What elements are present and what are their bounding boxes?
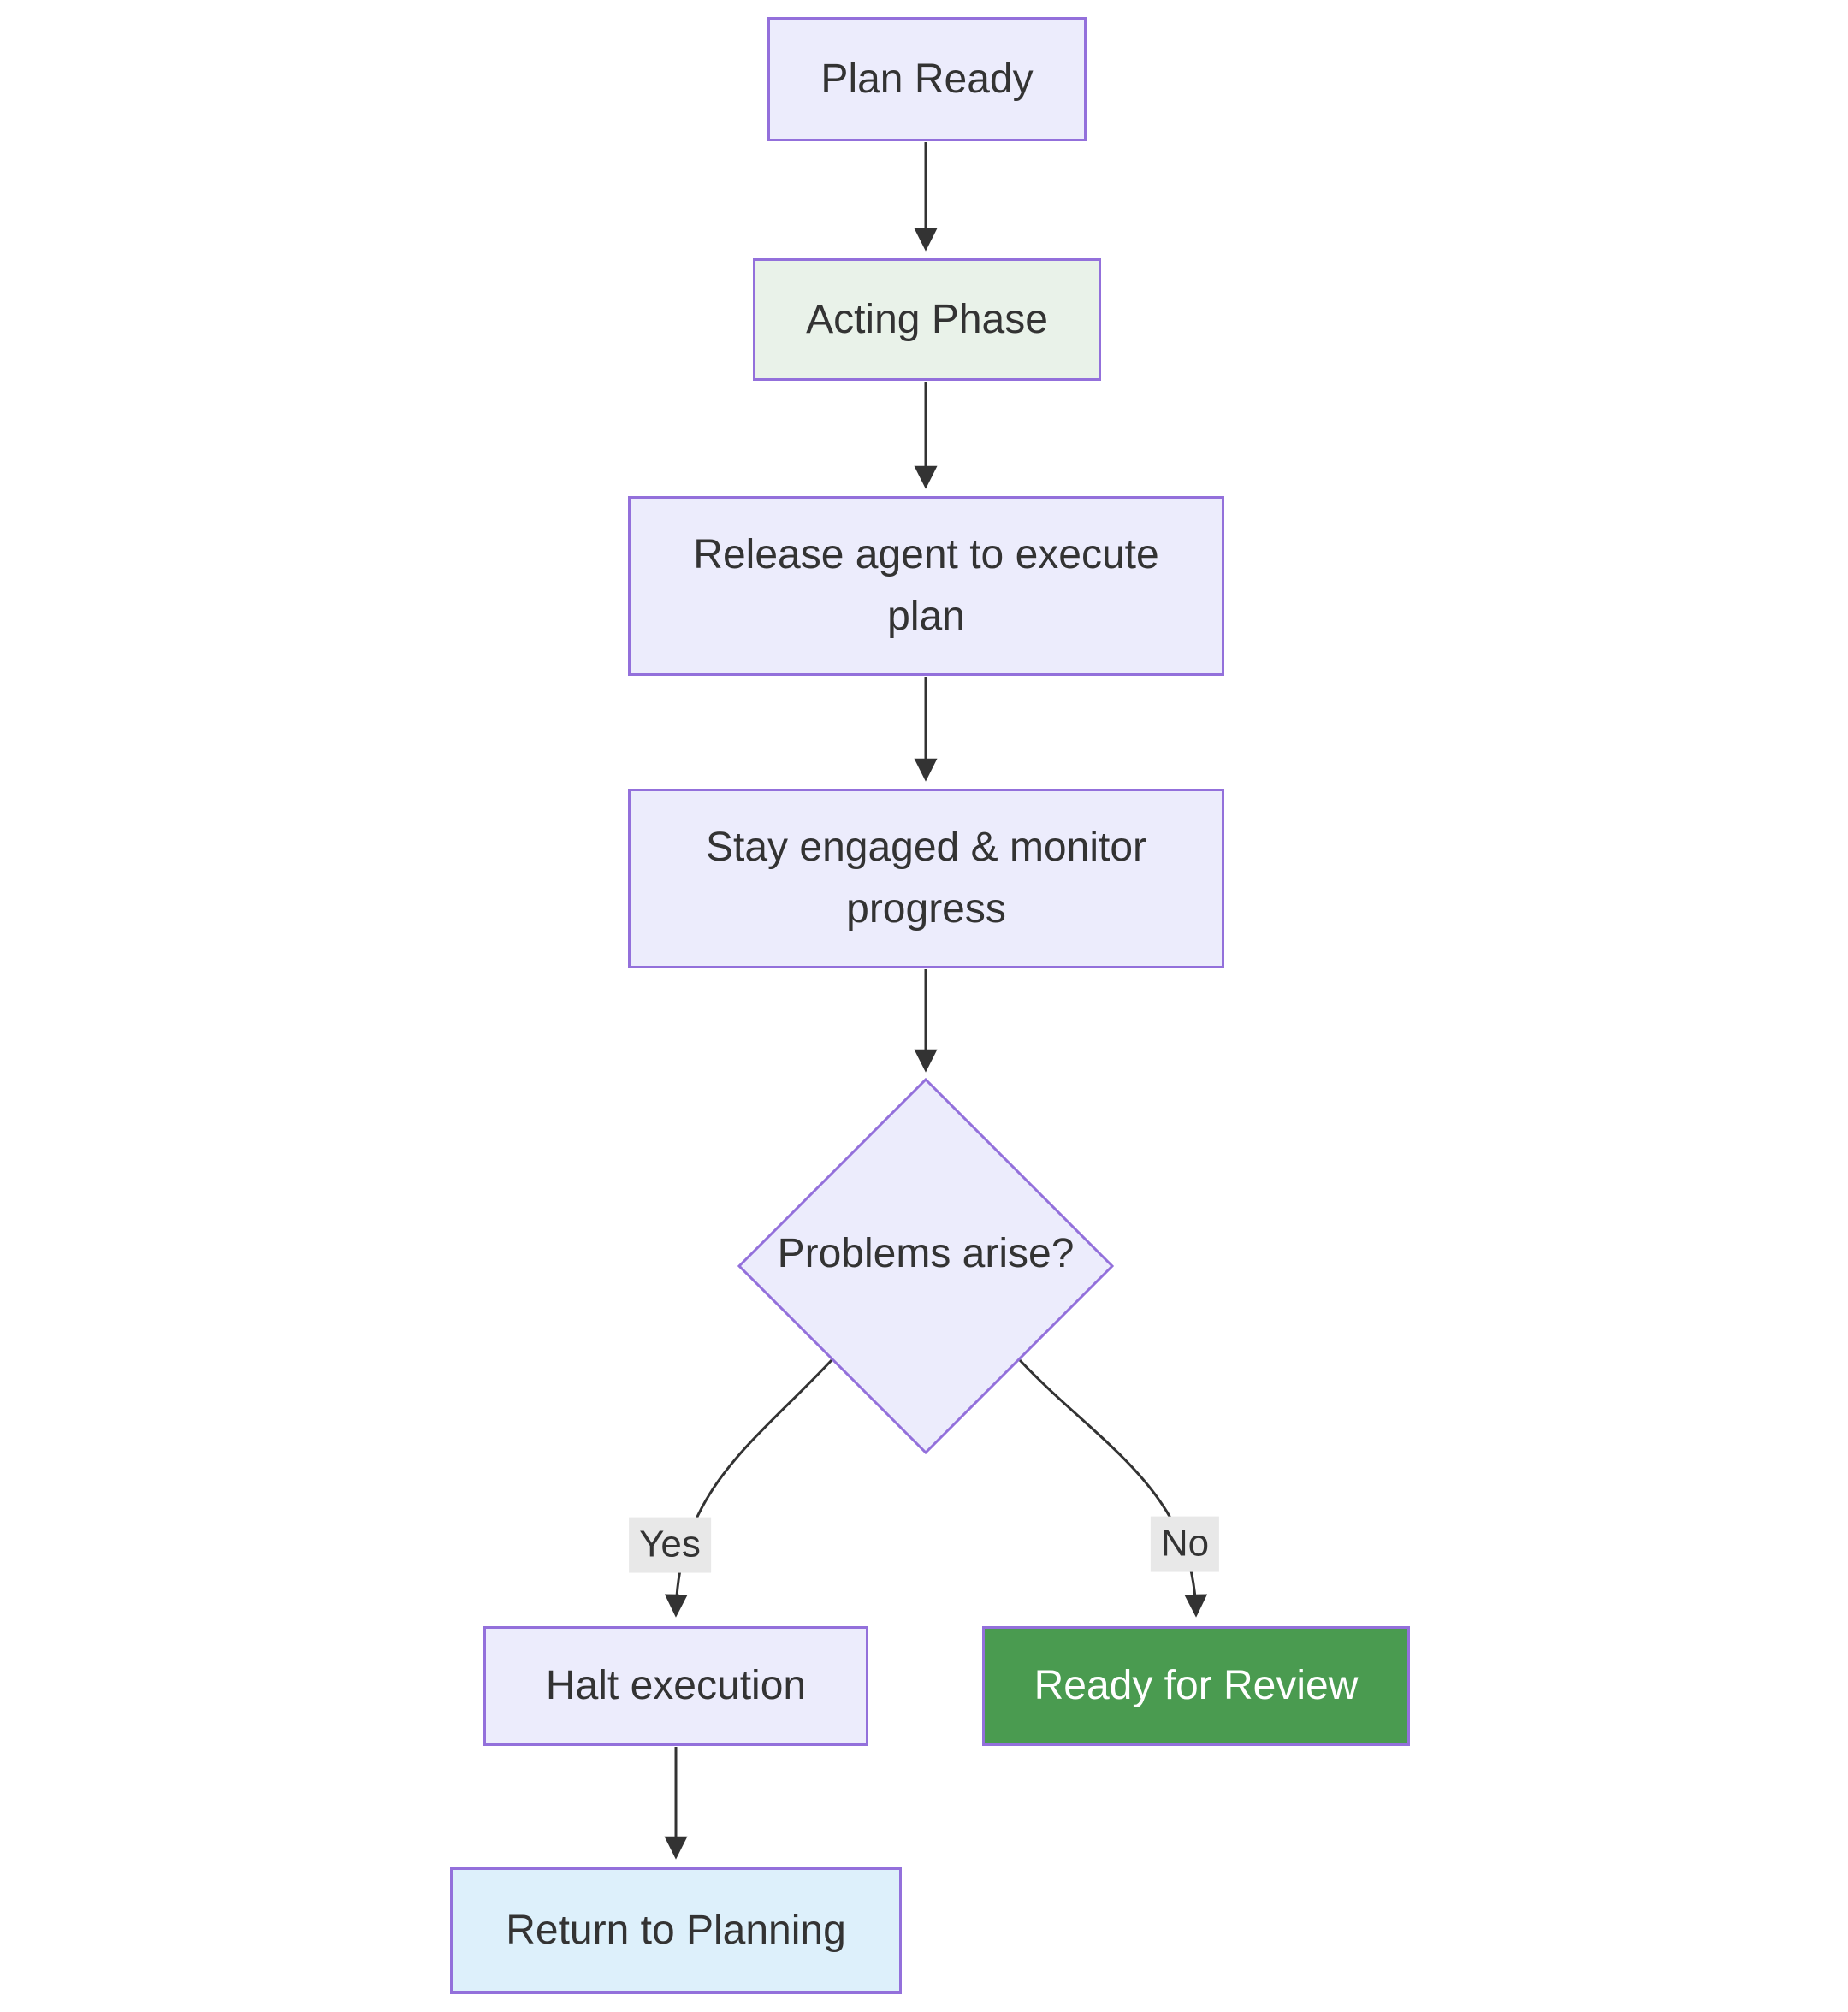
decision-diamond bbox=[737, 1077, 1115, 1455]
edge-decision-yes bbox=[664, 1358, 833, 1618]
edge-decision-no bbox=[1018, 1358, 1208, 1618]
node-ready-for-review: Ready for Review bbox=[982, 1626, 1410, 1746]
edge-label-no: No bbox=[1150, 1516, 1220, 1572]
node-plan-ready: Plan Ready bbox=[767, 17, 1087, 141]
node-halt-execution-label: Halt execution bbox=[545, 1663, 807, 1708]
node-release-agent-label: Release agent to execute plan bbox=[693, 532, 1159, 639]
node-halt-execution: Halt execution bbox=[483, 1626, 868, 1746]
node-release-agent: Release agent to execute plan bbox=[628, 496, 1224, 676]
node-decision-label: Problems arise? bbox=[777, 1231, 1075, 1276]
edge-label-yes: Yes bbox=[629, 1517, 711, 1573]
node-plan-ready-label: Plan Ready bbox=[820, 56, 1034, 102]
node-acting-phase-label: Acting Phase bbox=[806, 296, 1048, 342]
node-acting-phase: Acting Phase bbox=[753, 258, 1101, 381]
node-return-to-planning: Return to Planning bbox=[450, 1867, 902, 1994]
node-monitor-progress-label: Stay engaged & monitor progress bbox=[706, 825, 1146, 932]
node-ready-for-review-label: Ready for Review bbox=[1034, 1663, 1359, 1708]
node-return-to-planning-label: Return to Planning bbox=[506, 1908, 846, 1953]
node-monitor-progress: Stay engaged & monitor progress bbox=[628, 789, 1224, 968]
